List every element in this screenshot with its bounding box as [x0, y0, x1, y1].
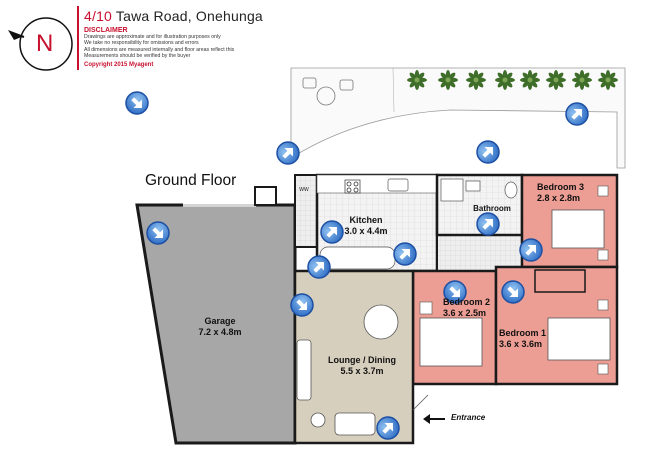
plant-icon	[495, 70, 515, 90]
camera-view-icon	[146, 221, 170, 245]
bedroom-3	[520, 173, 619, 269]
plant-icon	[520, 70, 540, 90]
plant-icon	[466, 70, 486, 90]
camera-view-icon	[476, 212, 500, 236]
disclaimer-title: DISCLAIMER	[84, 27, 128, 34]
plant-icon	[438, 70, 458, 90]
plant-icon	[598, 70, 618, 90]
camera-view-icon	[443, 280, 467, 304]
entrance-label: Entrance	[451, 413, 486, 422]
plant-icon	[407, 70, 427, 90]
camera-view-icon	[519, 238, 543, 262]
camera-view-icon	[565, 102, 589, 126]
camera-view-icon	[290, 293, 314, 317]
address-number: 4/10	[84, 8, 113, 24]
disclaimer-line: We take no responsibility for omissions …	[84, 40, 199, 47]
bathroom-label: Bathroom	[473, 204, 511, 213]
header-divider	[77, 6, 79, 70]
camera-view-icon	[276, 141, 300, 165]
copyright: Copyright 2015 Myagent	[84, 61, 154, 68]
compass-letter: N	[36, 30, 54, 57]
washer-label: WW	[299, 187, 309, 193]
camera-view-icon	[125, 91, 149, 115]
camera-view-icon	[476, 140, 500, 164]
disclaimer-line: All dimensions are measured internally a…	[84, 46, 235, 53]
outdoor-table	[302, 77, 354, 106]
camera-markers	[125, 91, 589, 440]
disclaimer-line: Measurements should be verified by the b…	[84, 53, 191, 60]
camera-view-icon	[501, 280, 525, 304]
outdoor-area	[290, 67, 626, 169]
floor-title: Ground Floor	[145, 172, 237, 189]
camera-view-icon	[307, 255, 331, 279]
plant-icon	[546, 70, 566, 90]
plants	[407, 70, 618, 90]
camera-view-icon	[320, 220, 344, 244]
header: 4/10 Tawa Road, Onehunga DISCLAIMER Draw…	[84, 8, 304, 68]
address: 4/10 Tawa Road, Onehunga	[84, 8, 304, 24]
entrance-arrow-icon	[423, 414, 445, 424]
address-street: Tawa Road, Onehunga	[115, 8, 263, 24]
camera-view-icon	[393, 242, 417, 266]
camera-view-icon	[376, 416, 400, 440]
lounge-dining	[293, 269, 429, 445]
compass	[8, 17, 73, 71]
plant-icon	[572, 70, 592, 90]
disclaimer-line: Drawings are approximate and for illustr…	[84, 34, 221, 40]
